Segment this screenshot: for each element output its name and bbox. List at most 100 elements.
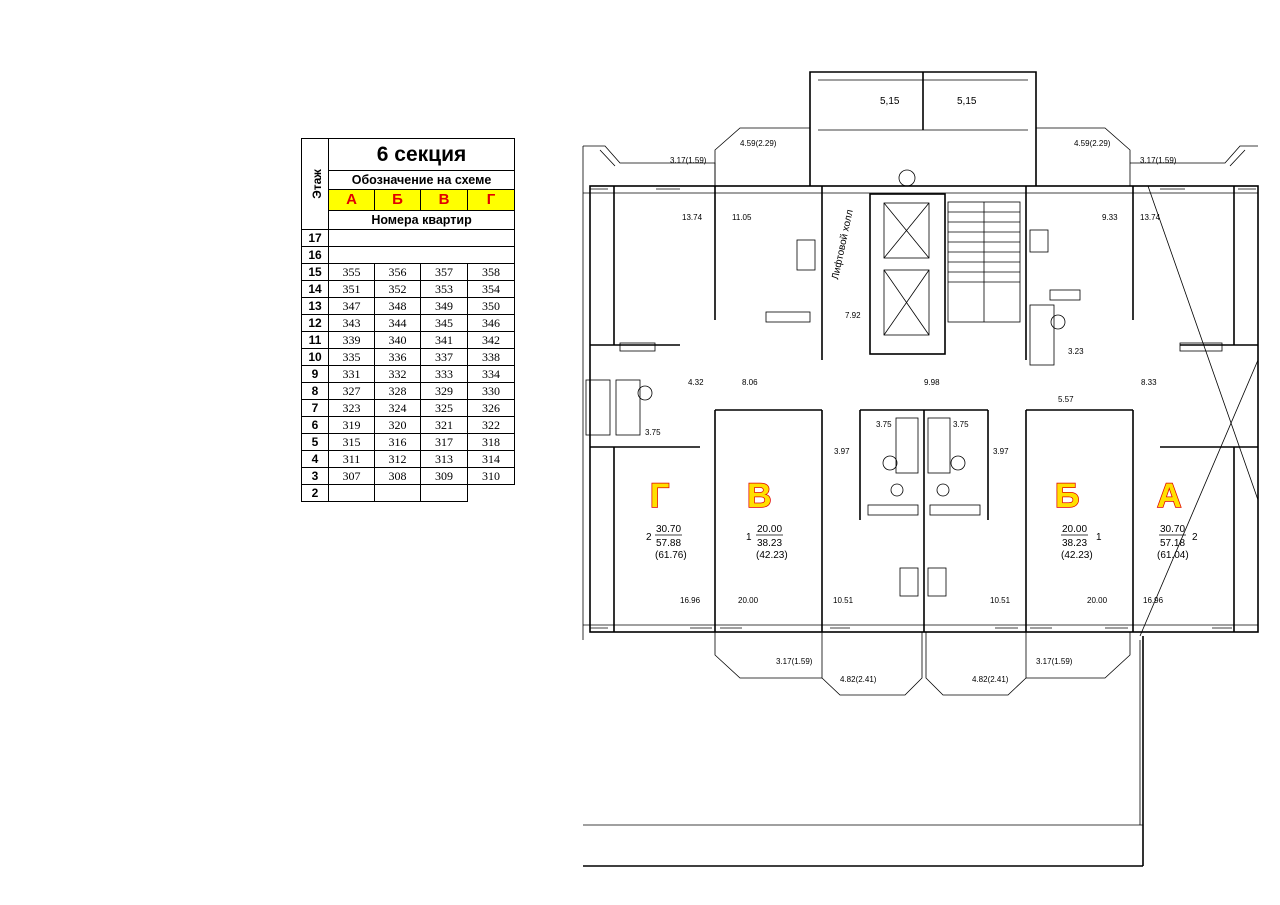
scheme-letter-g: Г	[466, 189, 516, 211]
room-area: 16.96	[680, 596, 701, 605]
living-area: 30.70	[656, 524, 681, 535]
apartment-number-cell: 353	[420, 280, 468, 298]
balcony-area-top-right: 4.59(2.29)	[1074, 139, 1111, 148]
apartment-number-cell: 344	[374, 314, 421, 332]
room-area: 10.51	[833, 596, 854, 605]
apartment-numbers-label: Номера квартир	[327, 210, 516, 230]
room-area: 20.00	[1087, 596, 1108, 605]
bottom-balconies	[714, 632, 1131, 696]
floor-number: 17	[301, 229, 329, 247]
floor-axis-label: Этаж	[301, 138, 329, 230]
apartment-number-cell: 322	[466, 416, 516, 434]
room-area: 3.75	[876, 420, 892, 429]
living-area: 20.00	[1062, 524, 1087, 535]
apartment-number-cell: 349	[420, 297, 468, 315]
balcony-area-top-left-small: 3.17(1.59)	[670, 156, 707, 165]
apartment-letter-b: Б	[1055, 477, 1079, 515]
room-count: 2	[646, 532, 652, 543]
room-count: 1	[1096, 532, 1102, 543]
staircase	[947, 201, 1021, 323]
apartment-number-cell: 315	[328, 433, 375, 451]
apartment-summary-b: 20.00 38.23 (42.23) 1	[1061, 524, 1102, 561]
total-area: 57.88	[656, 538, 681, 549]
apartment-number-cell	[467, 484, 515, 502]
floor-row: 2	[301, 484, 515, 502]
apartment-number-cell: 346	[466, 314, 516, 332]
balcony-area-top-right-small: 3.17(1.59)	[1140, 156, 1177, 165]
top-balconies	[583, 127, 1258, 186]
room-area: 3.23	[1068, 347, 1084, 356]
total-area: 57.18	[1160, 538, 1185, 549]
total-area: 38.23	[1062, 538, 1087, 549]
floor-number: 11	[301, 331, 329, 349]
elevator-hall-label: Лифтовой холл	[829, 208, 856, 280]
balcony-area-top-center-left: 5,15	[880, 96, 900, 107]
apartment-number-cell: 343	[328, 314, 375, 332]
balcony-labels: 3.17(1.59) 4.59(2.29) 5,15 5,15 4.59(2.2…	[670, 96, 1177, 684]
room-area: 13.74	[682, 213, 703, 222]
room-area: 4.32	[688, 378, 704, 387]
floor-number: 15	[301, 263, 329, 281]
room-area: 9.98	[924, 378, 940, 387]
living-area: 20.00	[757, 524, 782, 535]
apartment-number-cell: 309	[420, 467, 468, 485]
room-count: 2	[1192, 532, 1198, 543]
total-area-with-balcony: (61.76)	[655, 550, 687, 561]
room-area: 3.75	[953, 420, 969, 429]
apartment-summary-a: 30.70 57.18 (61.04) 2	[1157, 524, 1198, 561]
interior-walls	[590, 186, 1258, 632]
apartment-letter-v: В	[747, 477, 772, 515]
floor-number: 10	[301, 348, 329, 366]
projection-lines	[1139, 185, 1259, 637]
room-area: 9.33	[1102, 213, 1118, 222]
balcony-area-top-center-right: 5,15	[957, 96, 977, 107]
room-area: 3.97	[834, 447, 850, 456]
balcony-area-top-left: 4.59(2.29)	[740, 139, 777, 148]
room-area: 8.33	[1141, 378, 1157, 387]
apartment-number-cell: 314	[466, 450, 516, 468]
apartment-number-cell: 342	[466, 331, 516, 349]
elevator-shafts	[869, 193, 946, 355]
apartment-number-cell: 327	[328, 382, 375, 400]
apartment-summary-v: 1 20.00 38.23 (42.23)	[746, 524, 788, 561]
balcony-area-bottom-right: 3.17(1.59)	[1036, 657, 1073, 666]
apartment-number-cell: 332	[374, 365, 421, 383]
room-area: 13.74	[1140, 213, 1161, 222]
balcony-area-bottom-center-right: 4.82(2.41)	[972, 675, 1009, 684]
room-area: 8.06	[742, 378, 758, 387]
total-area-with-balcony: (42.23)	[1061, 550, 1093, 561]
room-count: 1	[746, 532, 752, 543]
room-area: 5.57	[1058, 395, 1074, 404]
room-area: 3.97	[993, 447, 1009, 456]
apartment-summary-g: 2 30.70 57.88 (61.76)	[646, 524, 687, 561]
scheme-letter-b: Б	[374, 189, 421, 211]
apartment-legend-table: Этаж 6 секция Обозначение на схеме А Б В…	[301, 138, 516, 502]
room-area: 11.05	[732, 213, 752, 222]
living-area: 30.70	[1160, 524, 1185, 535]
apartment-number-cell: 345	[420, 314, 468, 332]
floor-row: 16	[301, 246, 516, 264]
plumbing-fixtures	[585, 169, 1066, 497]
room-area: 7.92	[845, 311, 861, 320]
total-area: 38.23	[757, 538, 782, 549]
apartment-number-cell: 357	[420, 263, 468, 281]
room-area-labels: 13.74 11.05 7.92 9.33 13.74 3.23 4.32 8.…	[645, 213, 1164, 605]
apartment-number-cell: 335	[328, 348, 375, 366]
total-area-with-balcony: (42.23)	[756, 550, 788, 561]
room-area: 10.51	[990, 596, 1011, 605]
apartment-number-cell: 352	[374, 280, 421, 298]
room-area: 3.75	[645, 428, 661, 437]
apartment-number-cell: 316	[374, 433, 421, 451]
room-area: 16.96	[1143, 596, 1164, 605]
apartment-letter-a: А	[1157, 477, 1182, 515]
apartment-number-cell: 329	[420, 382, 468, 400]
total-area-with-balcony: (61.04)	[1157, 550, 1189, 561]
apartment-number-cell: 321	[420, 416, 468, 434]
